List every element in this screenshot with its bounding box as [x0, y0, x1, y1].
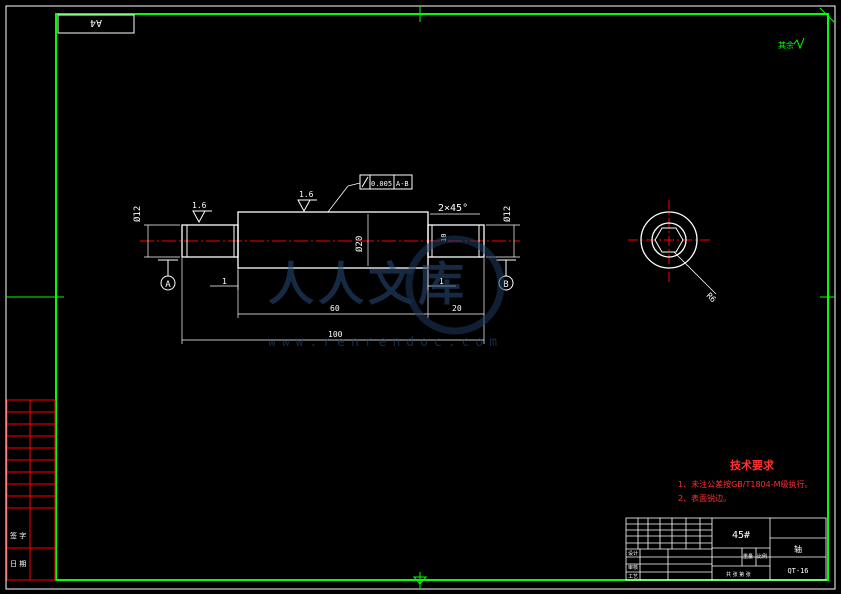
left-strip-table: [6, 399, 56, 581]
watermark-ring: [405, 235, 505, 335]
title-row-label-3: 工艺: [628, 574, 638, 580]
roughness-other-label: 其余: [778, 40, 794, 50]
side-outer-circle: [640, 211, 698, 269]
title-block-grid: [625, 517, 827, 581]
tolerance-frame: [359, 174, 413, 190]
dia-left-label: Ø12: [132, 206, 143, 222]
len-right-label: 20: [452, 304, 462, 313]
step-right-label: 1: [439, 277, 444, 286]
tolerance-value: 0.005: [371, 180, 392, 188]
notes-item-2: 2、表面锐边。: [678, 493, 731, 503]
tolerance-datum: A-B: [396, 180, 409, 188]
step-left-label: 1: [222, 277, 227, 286]
watermark: 人人文库 www.renrendoc.com: [268, 235, 505, 350]
title-sheet-label: 共 张 第 张: [726, 571, 751, 578]
title-row-label-1: 设计: [628, 550, 638, 557]
side-hex-socket: [654, 227, 684, 253]
title-drawing-number: QT-16: [787, 567, 808, 575]
dia-mid-label: Ø20: [354, 236, 365, 252]
title-weight-label: 重量: [743, 553, 753, 560]
left-strip-label-bottom: 日 期: [10, 560, 26, 568]
side-inner-circle: [651, 222, 687, 258]
datum-a-circle: [160, 275, 176, 291]
roughness-other-symbol: [793, 37, 805, 50]
left-strip-label-top: 签 字: [10, 531, 26, 540]
tolerance-leader-h: [347, 182, 361, 187]
runout-icon: [361, 176, 369, 188]
roughness-left-symbol: [192, 210, 206, 224]
watermark-logo: 人人文库: [268, 257, 468, 311]
notes-title: 技术要求: [730, 458, 775, 472]
sheet-code-box: [57, 14, 135, 34]
title-material: 45#: [732, 530, 750, 541]
datum-a-label: A: [165, 280, 171, 290]
watermark-url: www.renrendoc.com: [268, 335, 503, 350]
title-row-label-2: 审核: [628, 564, 638, 571]
roughness-mid-value: 1.6: [299, 190, 314, 199]
shaft-right-journal: [427, 224, 485, 258]
title-scale-label: 比例: [757, 553, 767, 560]
notes-item-1: 1、未注公差按GB/T1804-M级执行。: [678, 479, 813, 489]
roughness-mid-symbol: [297, 199, 311, 213]
tolerance-leader: [327, 185, 349, 213]
len-mid-label: 60: [330, 304, 340, 313]
chamfer-label: 2×45°: [438, 203, 468, 214]
sheet-code: A4: [90, 17, 102, 28]
side-leader: [673, 251, 717, 295]
dia-right-label: Ø12: [502, 206, 513, 222]
roughness-left-value: 1.6: [192, 201, 207, 210]
len-total-label: 100: [328, 330, 343, 339]
corner-mark: [819, 7, 835, 23]
title-part-name: 轴: [794, 544, 802, 554]
side-dim-label: R6: [705, 291, 718, 304]
datum-b-label: B: [503, 280, 508, 290]
orientation-triangle: [412, 576, 428, 585]
